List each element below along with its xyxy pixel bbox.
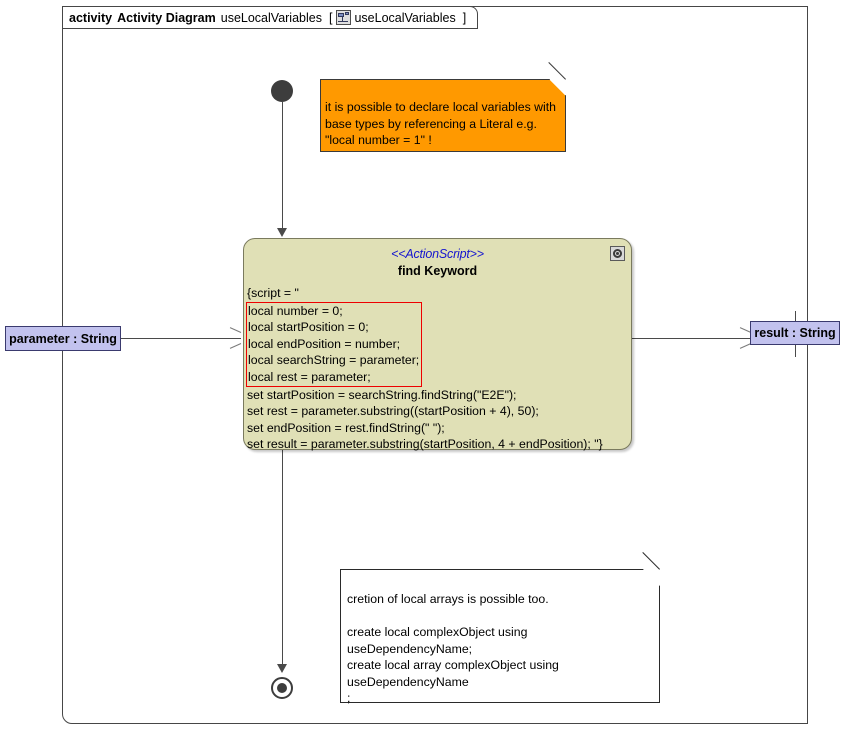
script-set-line: set startPosition = searchString.findStr… (247, 387, 517, 402)
parameter-pin-stub-bottom (62, 351, 63, 361)
flow-arrowhead-end (277, 664, 287, 673)
note-line: cretion of local arrays is possible too. (347, 592, 549, 606)
flow-action-to-result[interactable] (632, 338, 752, 339)
input-parameter-label: parameter : String (9, 331, 117, 346)
local-declarations-highlight: local number = 0; local startPosition = … (246, 301, 423, 387)
initial-node[interactable] (271, 80, 293, 102)
output-result-pin[interactable]: result : String (750, 321, 840, 345)
script-open-line: {script = " (247, 286, 299, 300)
output-result-label: result : String (754, 326, 836, 340)
note-line: it is possible to declare local variable… (325, 100, 557, 114)
flow-parameter-to-action[interactable] (121, 338, 241, 339)
flow-start-to-action[interactable] (282, 102, 283, 230)
script-set-line: set result = parameter.substring(startPo… (247, 437, 603, 452)
frame-keyword: activity (69, 10, 113, 25)
activity-final-node[interactable] (271, 677, 293, 699)
diagram-frame-header[interactable]: activity Activity Diagram useLocalVariab… (62, 6, 479, 29)
note-white-text: cretion of local arrays is possible too.… (340, 569, 660, 707)
action-script-body: {script = " local number = 0; local star… (244, 285, 631, 453)
note-orange[interactable]: it is possible to declare local variable… (320, 62, 566, 152)
action-node-find-keyword[interactable]: <<ActionScript>> find Keyword {script = … (243, 238, 632, 453)
frame-qualified-name: useLocalVariables (354, 10, 456, 25)
parameter-pin-stub-top (62, 316, 63, 326)
frame-name: useLocalVariables (220, 10, 322, 25)
gear-icon[interactable] (610, 246, 625, 261)
note-line: create local array complexObject using (347, 658, 559, 672)
script-set-line: set endPosition = rest.findString(" "); (247, 420, 445, 435)
note-white[interactable]: cretion of local arrays is possible too.… (340, 552, 660, 705)
frame-bracket-close: ] (462, 10, 467, 25)
flow-arrowhead-action (277, 228, 287, 237)
script-local-line: local rest = parameter; (248, 369, 371, 384)
frame-type: Activity Diagram (117, 10, 216, 25)
activity-diagram-icon (336, 10, 352, 25)
action-stereotype: <<ActionScript>> (391, 247, 484, 261)
input-parameter-pin[interactable]: parameter : String (5, 326, 121, 351)
script-set-line: set rest = parameter.substring((startPos… (247, 404, 539, 419)
note-line: create local complexObject using (347, 625, 528, 639)
note-line: base types by referencing a Literal e.g. (325, 116, 537, 131)
note-line: useDependencyName (347, 674, 469, 689)
flow-arrowhead-result (739, 332, 750, 344)
flow-arrowhead-parameter (229, 332, 240, 344)
note-line: "local number = 1" ! (325, 133, 432, 147)
note-line: ; (347, 691, 351, 705)
script-local-line: local startPosition = 0; (248, 320, 369, 335)
note-line: useDependencyName; (347, 641, 473, 656)
script-local-line: local number = 0; (248, 303, 343, 318)
result-pin-stub-top (795, 311, 796, 321)
frame-bracket-open: [ (328, 10, 333, 25)
result-pin-stub-bottom (795, 345, 796, 357)
note-orange-text: it is possible to declare local variable… (320, 79, 566, 149)
activity-final-inner-dot (277, 683, 287, 693)
script-local-line: local searchString = parameter; (248, 353, 420, 368)
action-title: find Keyword (397, 264, 478, 278)
flow-action-to-end[interactable] (282, 450, 283, 666)
script-local-line: local endPosition = number; (248, 336, 401, 351)
